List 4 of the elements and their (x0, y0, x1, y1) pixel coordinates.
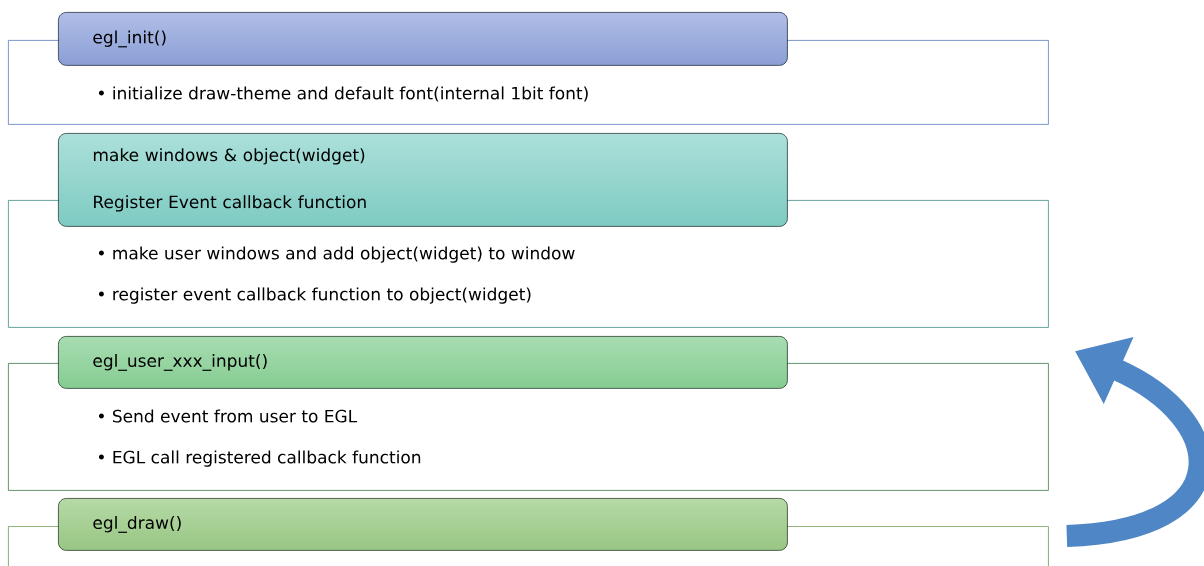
header-box: egl_draw() (58, 498, 788, 551)
header-box: make windows & object(widget) Register Event callback function (58, 133, 788, 227)
header-box: egl_init() (58, 12, 788, 66)
header-box: egl_user_xxx_input() (58, 336, 788, 389)
